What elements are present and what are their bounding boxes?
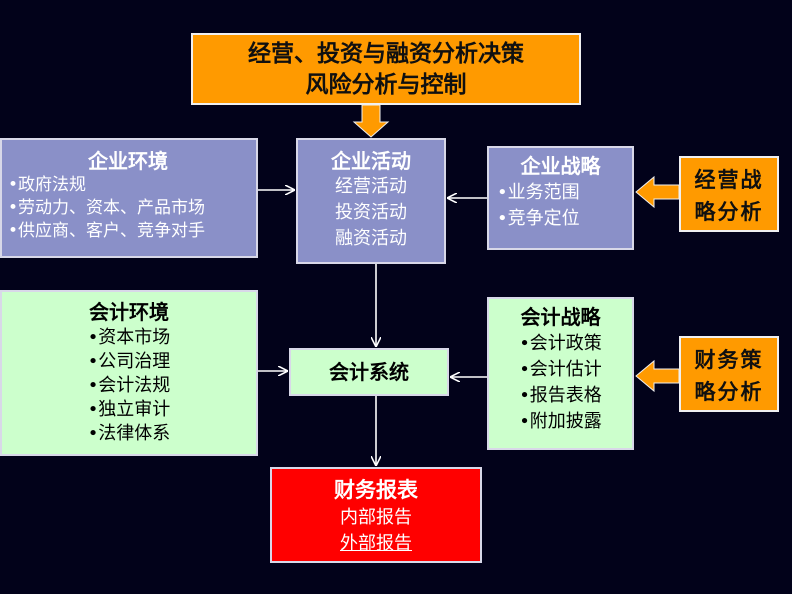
accounting-environment-item: •会计法规 (87, 375, 171, 396)
decision-analysis-line1: 经营、投资与融资分析决策 (248, 41, 524, 67)
enterprise-activities-box: 企业活动 经营活动 投资活动 融资活动 (296, 138, 446, 264)
orange-arrow-business-left (635, 175, 680, 209)
accounting-environment-item: •公司治理 (87, 351, 171, 372)
decision-analysis-box: 经营、投资与融资分析决策 风险分析与控制 (191, 33, 581, 105)
orange-arrow-top-down (352, 104, 390, 138)
enterprise-activities-item: 投资活动 (335, 202, 407, 223)
accounting-environment-item: •独立审计 (87, 399, 171, 420)
enterprise-environment-item: •供应商、客户、竞争对手 (8, 221, 206, 241)
accounting-strategy-title: 会计战略 (520, 305, 601, 329)
financial-strategy-analysis-box: 财务策 略分析 (679, 336, 779, 412)
orange-arrow-financial-left (635, 359, 680, 393)
enterprise-activities-item: 经营活动 (335, 176, 407, 197)
accounting-environment-item: •法律体系 (87, 423, 171, 444)
external-report-link[interactable]: 外部报告 (340, 533, 412, 554)
accounting-strategy-item: •附加披露 (519, 411, 602, 432)
enterprise-environment-box: 企业环境 •政府法规 •劳动力、资本、产品市场 •供应商、客户、竞争对手 (0, 138, 258, 258)
accounting-environment-box: 会计环境 •资本市场 •公司治理 •会计法规 •独立审计 •法律体系 (0, 290, 258, 456)
financial-statements-box: 财务报表 内部报告 外部报告 (270, 467, 482, 563)
enterprise-strategy-item: •业务范围 (497, 182, 580, 203)
enterprise-environment-item: •政府法规 (8, 175, 87, 195)
business-strategy-analysis-line2: 略分析 (694, 200, 764, 224)
accounting-system-title: 会计系统 (329, 360, 409, 384)
accounting-environment-title: 会计环境 (89, 300, 169, 324)
financial-statements-title: 财务报表 (334, 478, 418, 502)
financial-strategy-analysis-line2: 略分析 (694, 380, 764, 404)
accounting-system-box: 会计系统 (289, 348, 449, 396)
accounting-strategy-box: 会计战略 •会计政策 •会计估计 •报告表格 •附加披露 (487, 297, 634, 450)
business-strategy-analysis-line1: 经营战 (694, 168, 764, 192)
enterprise-activities-title: 企业活动 (331, 149, 411, 173)
accounting-strategy-item: •会计政策 (519, 333, 602, 354)
enterprise-environment-item: •劳动力、资本、产品市场 (8, 198, 206, 218)
accounting-strategy-item: •会计估计 (519, 359, 602, 380)
financial-strategy-analysis-line1: 财务策 (694, 348, 764, 372)
enterprise-strategy-title: 企业战略 (520, 154, 601, 178)
enterprise-strategy-item: •竞争定位 (497, 208, 580, 229)
enterprise-environment-title: 企业环境 (88, 149, 168, 173)
accounting-environment-item: •资本市场 (87, 327, 171, 348)
decision-analysis-line2: 风险分析与控制 (305, 72, 467, 98)
enterprise-activities-item: 融资活动 (335, 228, 407, 249)
enterprise-strategy-box: 企业战略 •业务范围 •竞争定位 (487, 146, 634, 250)
business-strategy-analysis-box: 经营战 略分析 (679, 156, 779, 232)
accounting-strategy-item: •报告表格 (519, 385, 602, 406)
internal-report-label: 内部报告 (340, 507, 412, 528)
